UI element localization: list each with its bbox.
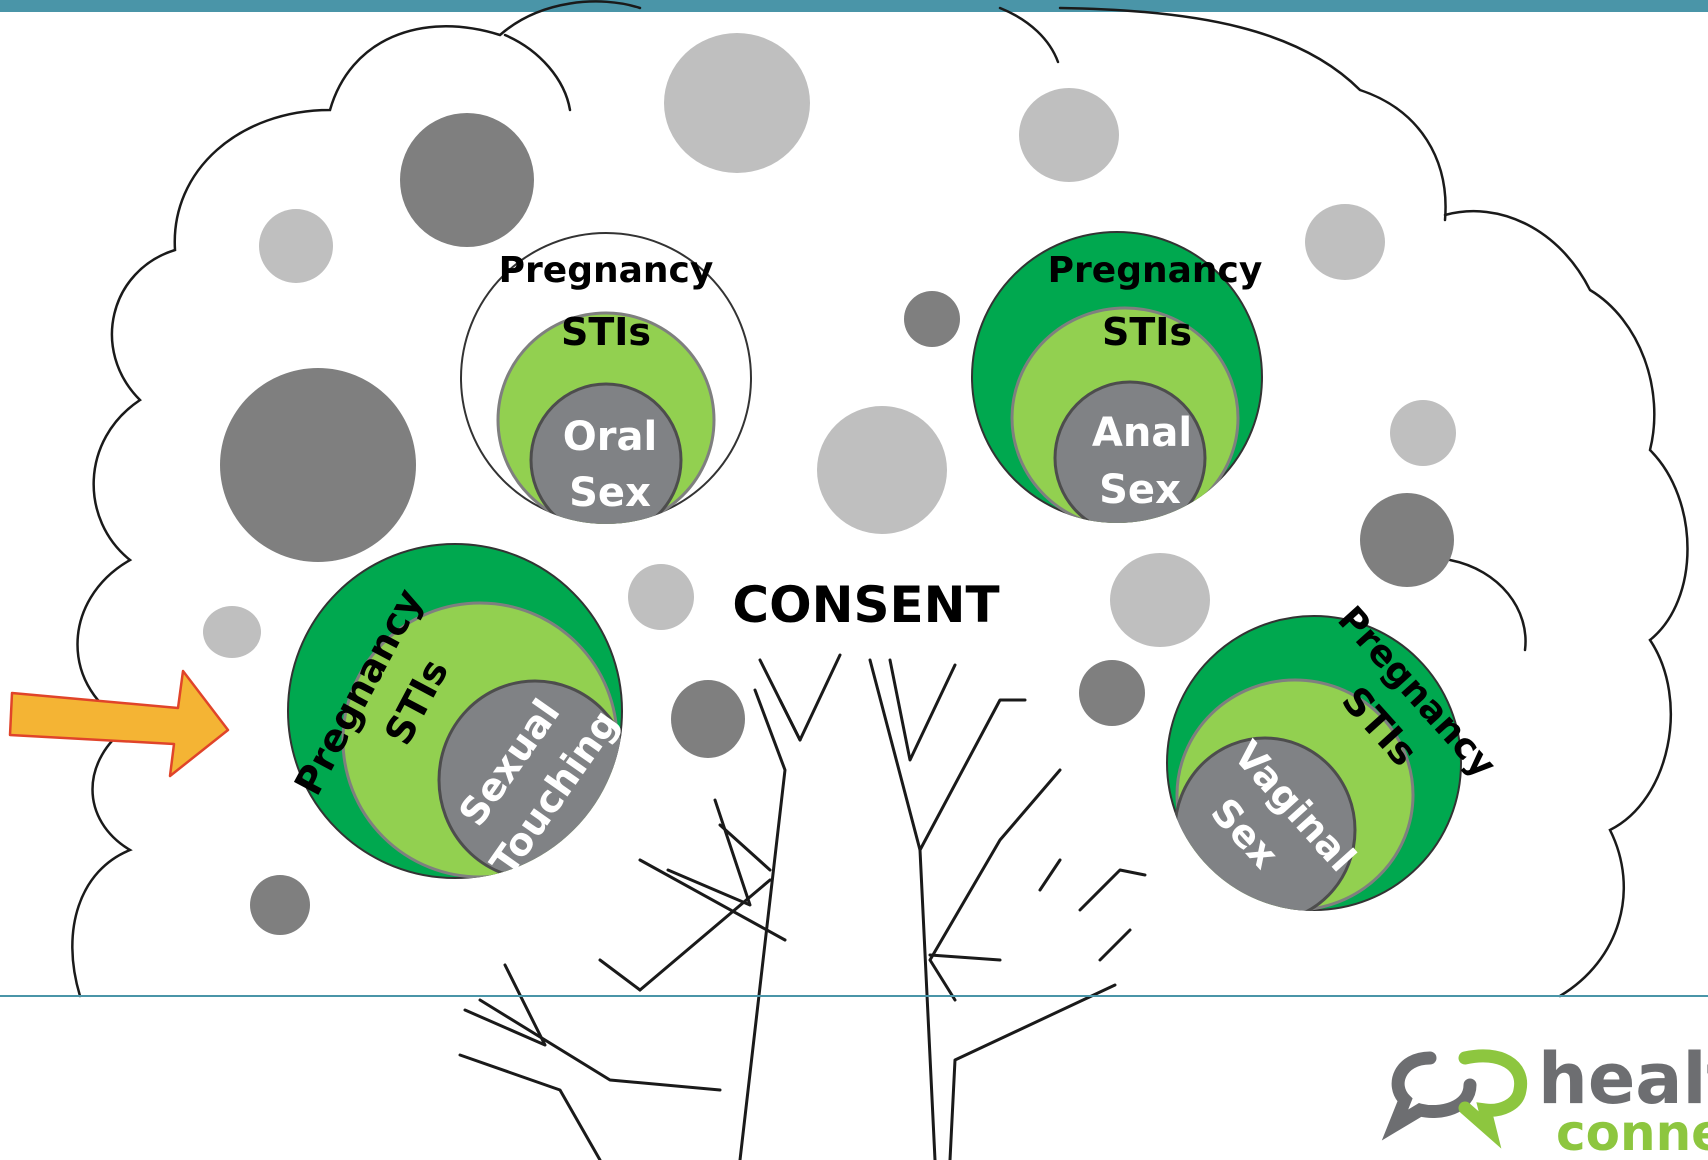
health-connect-logo: health connect <box>1381 1038 1708 1160</box>
right-arrow-icon <box>8 669 230 778</box>
tree-crown-outline <box>71 0 1689 998</box>
bottom-rule <box>0 995 1708 997</box>
decorative-bubbles <box>203 33 1456 935</box>
circle-anal-sex: Pregnancy STIs Anal Sex <box>971 231 1263 523</box>
circle-vaginal-sex: Pregnancy STIs Vaginal Sex <box>1166 599 1504 911</box>
anal-inner-label-2: Sex <box>1099 467 1181 513</box>
anal-outer-label: Pregnancy <box>1048 250 1263 291</box>
oral-inner-label-2: Sex <box>569 470 651 516</box>
circle-sexual-touching: Pregnancy STIs Sexual Touching <box>286 543 627 883</box>
logo-word-connect: connect <box>1556 1104 1708 1160</box>
consent-label: CONSENT <box>732 576 999 634</box>
tree-trunk <box>458 653 1147 1160</box>
anal-middle-label: STIs <box>1102 310 1192 354</box>
circle-oral-sex: Pregnancy STIs Oral Sex <box>460 232 752 524</box>
oral-outer-label: Pregnancy <box>499 250 714 291</box>
oral-inner-label-1: Oral <box>563 414 657 460</box>
top-bar <box>0 0 1708 12</box>
speech-bubbles-icon <box>1381 1049 1528 1149</box>
oral-middle-label: STIs <box>561 310 651 354</box>
logo-word-health: health <box>1538 1038 1708 1120</box>
anal-inner-label-1: Anal <box>1092 410 1192 456</box>
